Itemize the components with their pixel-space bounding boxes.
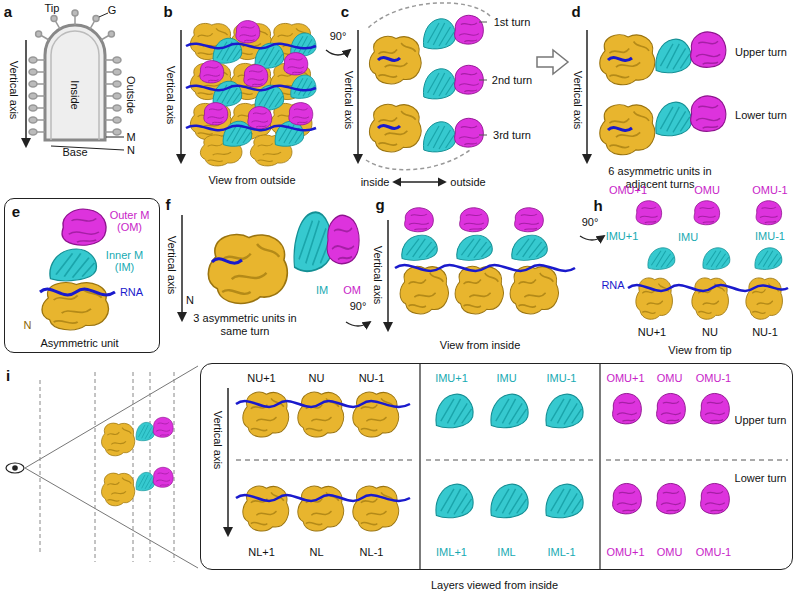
panel-letter: d	[571, 3, 580, 20]
capsid-schematic	[26, 10, 124, 150]
label-text: OMU+1	[609, 184, 647, 197]
label-text: IM	[316, 284, 328, 297]
label-text: OMU	[657, 545, 683, 558]
label-text: IMU+1	[606, 230, 639, 243]
panel-letter: f	[166, 196, 171, 213]
label-text: outside	[450, 176, 485, 189]
label-text: OMU	[694, 184, 720, 197]
panel-letter: g	[375, 196, 384, 213]
label-text: IMU-1	[547, 371, 577, 384]
label-text: NL	[309, 545, 323, 558]
asymmetric-unit	[40, 209, 115, 330]
inside-view	[388, 208, 575, 330]
tip-view	[628, 201, 788, 320]
label-text: IMU	[678, 231, 698, 244]
label-text: NU-1	[752, 326, 778, 339]
label-text: Vertical axis	[572, 71, 585, 130]
panel-box: Outer M (OM) Inner M (IM) RNA N Asymmetric u…	[4, 198, 160, 353]
label-text: 1st turn	[494, 16, 531, 29]
label-text: Upper turn	[735, 46, 787, 59]
label-text: Outer M (OM)	[105, 209, 155, 234]
viewing-schematic	[6, 366, 198, 568]
label-text: inside	[361, 176, 390, 189]
label-text: OM	[343, 284, 361, 297]
rotate-arrow	[346, 322, 370, 326]
rotate-arrow	[580, 236, 604, 240]
label-text: View from outside	[208, 174, 295, 187]
label-text: Inside	[69, 80, 82, 109]
label-text: View from inside	[440, 339, 521, 352]
label-text: N	[24, 318, 32, 331]
panel-letter: c	[341, 3, 349, 20]
label-text: IML+1	[436, 545, 467, 558]
label-text: NU-1	[359, 371, 385, 384]
label-text: Vertical axis	[343, 71, 356, 130]
panel-letter: i	[6, 367, 10, 384]
label-text: Asymmetric unit	[40, 336, 118, 349]
same-turn-units	[182, 212, 359, 320]
label-text: OMU-1	[696, 545, 731, 558]
label-text: IML	[497, 545, 515, 558]
panel-box: Vertical axisNU+1NUNU-1NL+1NLNL-1IMU+1IM…	[200, 363, 793, 570]
label-text: Base	[62, 146, 87, 159]
label-text: 90°	[582, 216, 599, 229]
label-text: N	[127, 144, 135, 157]
label-text: Layers viewed from inside	[431, 578, 558, 591]
label-text: N	[186, 294, 194, 307]
label-text: Vertical axis	[372, 246, 385, 305]
label-text: Vertical axis	[166, 236, 179, 295]
label-text: NL-1	[360, 545, 384, 558]
label-text: OMU	[657, 371, 683, 384]
structure-outside-view	[181, 21, 316, 166]
label-text: OMU-1	[696, 371, 731, 384]
label-text: 90°	[350, 300, 367, 313]
label-text: IMU	[496, 371, 516, 384]
label-text: OMU+1	[606, 371, 644, 384]
label-text: 3rd turn	[493, 129, 531, 142]
label-text: NU	[309, 371, 325, 384]
label-text: OMU-1	[752, 184, 787, 197]
label-text: Vertical axis	[211, 410, 224, 469]
label-text: NU+1	[638, 326, 666, 339]
label-text: RNA	[120, 285, 143, 298]
layer-panels	[228, 364, 788, 569]
label-text: IMU-1	[755, 230, 785, 243]
label-text: 3 asymmetric units in same turn	[180, 312, 310, 337]
label-text: View from tip	[668, 344, 731, 357]
label-text: NU+1	[247, 371, 275, 384]
label-text: Lower turn	[735, 471, 787, 484]
open-arrow	[537, 50, 568, 74]
label-text: Outside	[125, 76, 138, 114]
structure-side-view	[358, 3, 490, 182]
label-text: IML-1	[547, 545, 575, 558]
panel-letter: e	[12, 203, 20, 220]
panel-letter: a	[4, 3, 12, 20]
label-text: Vertical axis	[8, 61, 21, 120]
label-text: Vertical axis	[165, 66, 178, 125]
label-text: G	[108, 4, 117, 17]
structure-adjacent-turns	[587, 30, 726, 162]
label-text: 2nd turn	[492, 74, 532, 87]
panel-letter: b	[163, 3, 172, 20]
label-text: 90°	[330, 30, 347, 43]
label-text: Tip	[45, 2, 60, 15]
label-text: RNA	[601, 279, 624, 292]
label-text: Lower turn	[735, 109, 787, 122]
label-text: NL+1	[248, 545, 275, 558]
label-text: OMU+1	[606, 545, 644, 558]
label-text: M	[126, 131, 135, 144]
rotate-arrow	[326, 50, 350, 55]
label-text: IMU+1	[435, 371, 468, 384]
label-text: Upper turn	[735, 413, 787, 426]
label-text: NU	[702, 326, 718, 339]
panel-letter: h	[593, 197, 602, 214]
label-text: Inner M (IM)	[102, 249, 148, 274]
